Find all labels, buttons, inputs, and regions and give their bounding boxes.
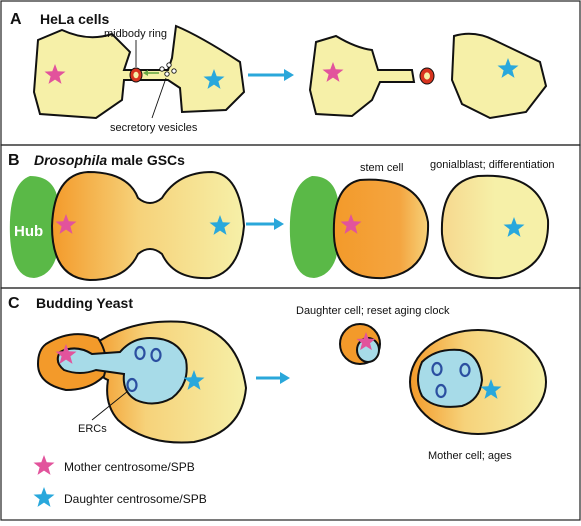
erc-ring: [459, 362, 471, 378]
mother-star-gsc: [55, 214, 77, 234]
daughter-star-yeast-mother: [480, 379, 502, 399]
vesicle-pointer: [151, 77, 167, 119]
midbody-ring-label: midbody ring: [104, 28, 167, 40]
midbody-ring-remnant-center: [424, 72, 430, 80]
panel-a-title: HeLa cells: [40, 11, 109, 27]
mother-cell-label: Mother cell; ages: [428, 450, 512, 462]
secretory-vesicles-label: secretory vesicles: [110, 122, 198, 134]
erc-ring: [435, 383, 447, 399]
panel-c-letter: C: [8, 295, 20, 312]
erc-ring: [431, 361, 443, 377]
stem-cell: [332, 178, 430, 280]
erc-ring: [134, 345, 146, 361]
legend-daughter-label: Daughter centrosome/SPB: [64, 492, 207, 506]
legend-mother-star-icon: [33, 455, 55, 475]
panel-a-arrow-head: [284, 69, 294, 81]
yeast-nucleus: [56, 336, 188, 405]
mother-star-yeast: [55, 344, 77, 364]
vesicle: [166, 62, 172, 68]
erc-ring: [150, 347, 162, 363]
stars-layer: [33, 58, 525, 507]
mother-star-yeast-daughter: [356, 332, 376, 351]
vesicle: [159, 66, 165, 72]
daughter-star-yeast: [183, 370, 205, 390]
mother-star-hela: [44, 64, 66, 84]
daughter-star-gonialblast: [503, 217, 525, 237]
mother-star-stem: [340, 214, 362, 234]
gonialblast-label: gonialblast; differentiation: [430, 159, 555, 171]
vesicle-arrow-head: [143, 70, 148, 76]
gonialblast-cell: [440, 174, 550, 280]
vesicle: [171, 68, 177, 74]
legend-mother-label: Mother centrosome/SPB: [64, 460, 195, 474]
hub-cell: [9, 176, 60, 278]
erc-ring: [126, 377, 138, 393]
daughter-star-gsc: [209, 215, 231, 235]
daughter-star-hela: [203, 69, 225, 89]
panel-b-title: Drosophila male GSCs: [34, 152, 185, 168]
gsc-dividing-cell: [50, 170, 246, 282]
midbody-ring-center: [133, 71, 139, 79]
daughter-cell-label: Daughter cell; reset aging clock: [296, 305, 450, 317]
ercs-label: ERCs: [78, 423, 107, 435]
mother-star-hela-after: [322, 62, 344, 82]
yeast-mother-nucleus: [417, 348, 484, 408]
panel-c-arrow-head: [280, 372, 290, 384]
hela-daughter-cell: [450, 32, 548, 120]
panel-c-frame: [0, 287, 581, 521]
hub-cell-after: [289, 176, 340, 278]
stem-cell-label: stem cell: [360, 162, 403, 174]
panel-c-title: Budding Yeast: [36, 295, 133, 311]
panel-b-letter: B: [8, 152, 20, 169]
daughter-star-hela-after: [497, 58, 519, 78]
panel-a-letter: A: [10, 11, 22, 28]
hela-mother-cell: [308, 34, 416, 118]
vesicle: [164, 71, 170, 77]
legend-daughter-star-icon: [33, 487, 55, 507]
hub-label: Hub: [14, 223, 43, 240]
panel-b-arrow-head: [274, 218, 284, 230]
ercs-pointer: [91, 390, 129, 421]
